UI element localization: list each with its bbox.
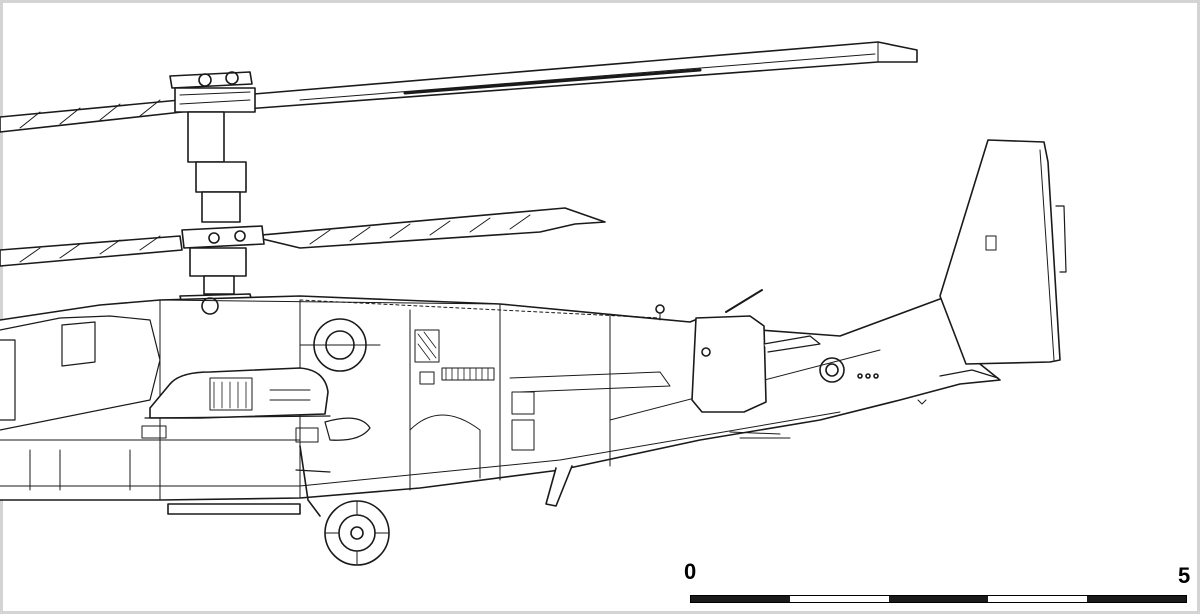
scale-bar-segment	[691, 596, 790, 602]
scale-bar-segment	[889, 596, 988, 602]
horizontal-stabilizer-endplate	[691, 289, 821, 413]
main-landing-gear	[167, 445, 390, 566]
scale-start-label: 0	[684, 559, 697, 584]
tail-boom-details	[729, 357, 999, 439]
rotor-hub-assembly	[169, 71, 265, 305]
scale-bar	[690, 595, 1187, 603]
upper-rotor-blade	[0, 41, 918, 133]
lower-rotor-blade	[0, 207, 606, 267]
weapon-pod	[144, 367, 331, 419]
scale-end-label: 5	[1178, 563, 1191, 588]
tail-skid	[545, 465, 573, 507]
fuselage	[0, 295, 1001, 501]
tail-fin	[939, 139, 1067, 365]
scale-bar-segment	[1087, 596, 1186, 602]
